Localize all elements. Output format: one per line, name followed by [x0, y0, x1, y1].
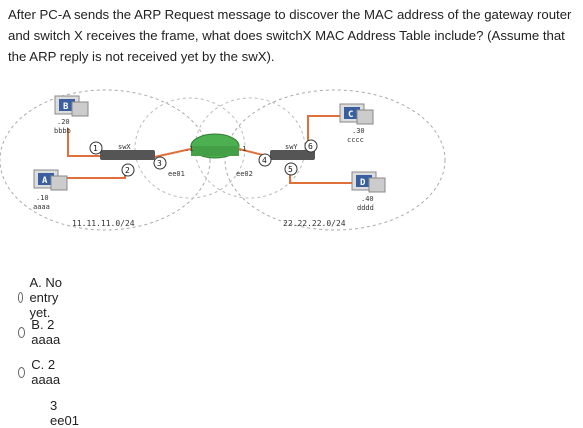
option-a-label: A. No entry yet. [29, 275, 62, 320]
pc-d-letter: D [360, 178, 366, 188]
port-label: 5 [288, 165, 293, 174]
network-label-left: 11.11.11.0/24 [72, 219, 135, 228]
pc-c-mac: cccc [347, 136, 364, 144]
pc-a-letter: A [42, 176, 48, 186]
port-label: 1 [93, 144, 98, 153]
pc-a-ip: .10 [36, 194, 49, 202]
port-label: 4 [262, 156, 267, 165]
port-label: 2 [125, 166, 130, 175]
port-label: 6 [308, 142, 313, 151]
network-label-right: 22.22.22.0/24 [283, 219, 346, 228]
option-a-radio[interactable] [18, 292, 24, 303]
pc-a-mac: aaaa [33, 203, 50, 211]
pc-b-letter: B [63, 102, 69, 112]
router-ip-left: .1 [185, 145, 193, 153]
option-b-radio[interactable] [18, 326, 26, 338]
switch-y-label: swY [285, 143, 298, 151]
option-c-radio[interactable] [18, 366, 26, 378]
pc-a-icon [33, 169, 68, 191]
router-mac-left: ee01 [168, 170, 185, 178]
network-ellipse-router-left [134, 97, 246, 199]
pc-c-letter: C [348, 110, 353, 120]
option-c-extra-line: 3 ee01 [50, 398, 79, 428]
link-b-swx [67, 128, 110, 157]
link-a-swx [62, 168, 126, 179]
question-text: After PC-A sends the ARP Request message… [8, 7, 572, 64]
port-label: 3 [157, 159, 162, 168]
option-b[interactable]: B. 2 aaaa [18, 317, 64, 347]
link-swy-d [289, 168, 355, 184]
pc-d-icon [351, 171, 386, 193]
network-ellipse-right [224, 89, 446, 231]
pc-c-icon [339, 103, 374, 125]
link-swx-router [149, 147, 196, 159]
pc-b-mac: bbbb [54, 127, 71, 135]
network-diagram: swX 1 2 3 .1 .1 ee01 ee02 swY 4 5 6 B .2… [0, 89, 446, 231]
switch-x-label: swX [118, 143, 131, 151]
option-c[interactable]: C. 2 aaaa [18, 357, 64, 387]
option-c-label: C. 2 aaaa [31, 357, 61, 387]
pc-d-mac: dddd [357, 204, 374, 212]
pc-c-ip: .30 [352, 127, 365, 135]
switch-y [270, 150, 315, 160]
pc-b-icon [54, 95, 89, 117]
pc-d-ip: .40 [361, 195, 374, 203]
router-ip-right: .1 [238, 145, 246, 153]
router-mac-right: ee02 [236, 170, 253, 178]
network-ellipse-left [0, 89, 211, 231]
option-b-label: B. 2 aaaa [31, 317, 61, 347]
switch-x [100, 150, 155, 160]
option-a[interactable]: A. No entry yet. [18, 275, 64, 320]
pc-b-ip: .20 [57, 118, 70, 126]
